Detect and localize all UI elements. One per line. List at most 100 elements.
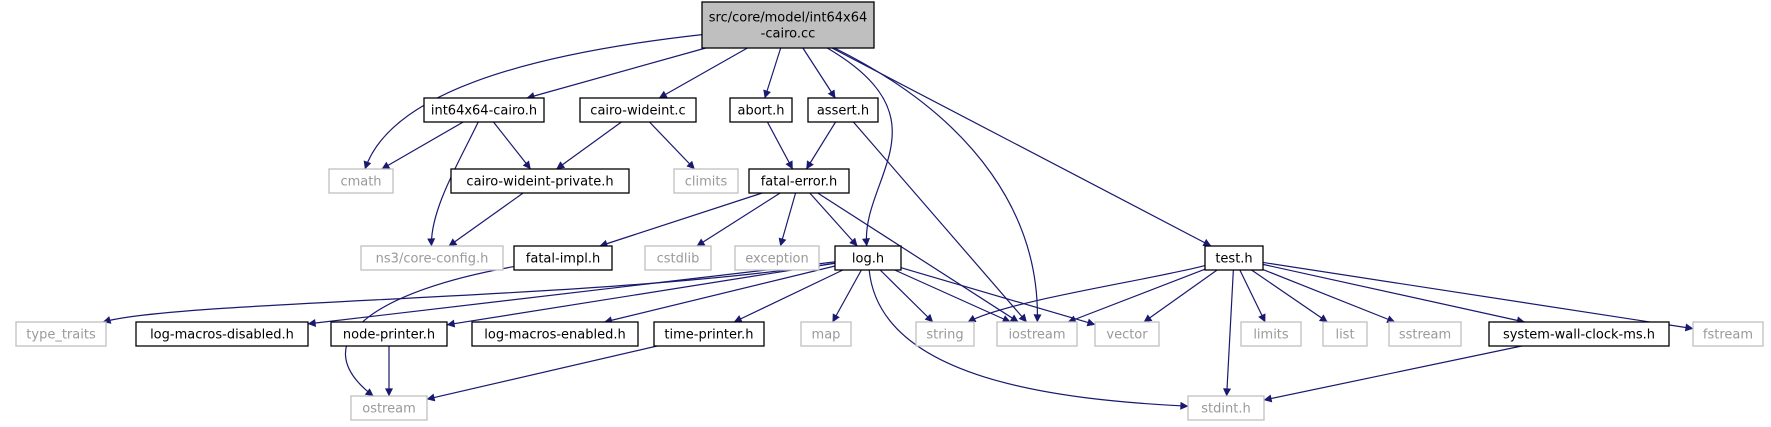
- edge-test-h-to-vector: [1143, 269, 1218, 323]
- node-box-log-macros-enabled-h: [471, 321, 639, 347]
- edge-root-to-assert-h: [802, 47, 836, 99]
- node-box-ns3-core-config-h: [360, 245, 504, 271]
- node-box-int64x64-cairo-h: [423, 97, 545, 123]
- edge-root-to-int64x64-cairo-h: [526, 47, 706, 100]
- edge-int64x64-cairo-h-to-cairo-wideint-private-h: [492, 121, 532, 170]
- edge-fatal-error-h-to-log-h: [809, 192, 858, 247]
- node-label-list: list: [1335, 328, 1354, 343]
- node-log-macros-disabled-h[interactable]: log-macros-disabled.h: [135, 321, 309, 347]
- node-label-climits: climits: [685, 175, 728, 190]
- node-box-map: [800, 321, 852, 347]
- node-label-log-macros-enabled-h: log-macros-enabled.h: [484, 328, 625, 343]
- node-box-type-traits: [15, 321, 107, 347]
- node-cairo-wideint-private-h[interactable]: cairo-wideint-private.h: [450, 168, 630, 194]
- node-label-vector: vector: [1106, 328, 1148, 343]
- node-box-cairo-wideint-c: [579, 97, 697, 123]
- node-box-sstream: [1388, 321, 1462, 347]
- node-abort-h[interactable]: abort.h: [729, 97, 793, 123]
- node-label-abort-h: abort.h: [738, 104, 785, 119]
- edge-system-wall-clock-ms-h-to-stdint-h: [1263, 345, 1522, 403]
- edge-test-h-to-fstream: [1262, 261, 1694, 332]
- node-label-system-wall-clock-ms-h: system-wall-clock-ms.h: [1503, 328, 1655, 343]
- node-box-node-printer-h: [330, 321, 448, 347]
- node-fatal-impl-h[interactable]: fatal-impl.h: [513, 245, 613, 271]
- edge-time-printer-h-to-ostream: [426, 345, 658, 402]
- node-box-climits: [673, 168, 739, 194]
- edge-log-h-to-string: [879, 269, 934, 323]
- node-label-cmath: cmath: [340, 175, 381, 190]
- node-label-node-printer-h: node-printer.h: [343, 328, 435, 343]
- edge-test-h-to-string: [967, 265, 1206, 323]
- node-log-h[interactable]: log.h: [834, 245, 902, 271]
- edge-fatal-error-h-to-exception: [778, 192, 797, 247]
- node-label-log-h: log.h: [852, 252, 884, 267]
- edge-log-h-to-log-macros-disabled-h: [307, 261, 836, 327]
- edge-log-h-to-time-printer-h: [733, 269, 844, 323]
- node-label-type-traits: type_traits: [26, 328, 96, 343]
- node-box-vector: [1094, 321, 1160, 347]
- node-assert-h[interactable]: assert.h: [807, 97, 879, 123]
- edge-log-h-to-stdint-h: [868, 269, 1189, 410]
- node-string: string: [915, 321, 975, 347]
- node-label-exception: exception: [745, 252, 809, 267]
- node-box-iostream: [996, 321, 1078, 347]
- node-box-fstream: [1692, 321, 1764, 347]
- node-type-traits: type_traits: [15, 321, 107, 347]
- edge-log-h-to-vector: [900, 267, 1096, 327]
- node-box-cstdlib: [644, 245, 712, 271]
- node-time-printer-h[interactable]: time-printer.h: [653, 321, 765, 347]
- node-box-log-h: [834, 245, 902, 271]
- edge-test-h-to-stdint-h: [1223, 269, 1234, 397]
- node-label-int64x64-cairo-h: int64x64-cairo.h: [431, 104, 537, 119]
- node-ostream: ostream: [350, 395, 428, 421]
- node-cairo-wideint-c[interactable]: cairo-wideint.c: [579, 97, 697, 123]
- node-ns3-core-config-h: ns3/core-config.h: [360, 245, 504, 271]
- node-stdint-h: stdint.h: [1187, 395, 1265, 421]
- node-log-macros-enabled-h[interactable]: log-macros-enabled.h: [471, 321, 639, 347]
- node-box-test-h: [1204, 245, 1264, 271]
- node-label-fatal-error-h: fatal-error.h: [761, 175, 838, 190]
- node-int64x64-cairo-h[interactable]: int64x64-cairo.h: [423, 97, 545, 123]
- edge-root-to-log-h: [826, 47, 893, 247]
- node-label-ostream: ostream: [362, 402, 416, 417]
- node-box-fatal-error-h: [748, 168, 850, 194]
- node-label-time-printer-h: time-printer.h: [664, 328, 753, 343]
- node-label-sstream: sstream: [1399, 328, 1451, 343]
- edge-fatal-error-h-to-cstdlib: [696, 192, 781, 247]
- node-fatal-error-h[interactable]: fatal-error.h: [748, 168, 850, 194]
- node-label-ns3-core-config-h: ns3/core-config.h: [376, 252, 489, 267]
- edge-root-to-cairo-wideint-c: [658, 47, 748, 99]
- edge-test-h-to-list: [1251, 269, 1328, 323]
- edge-log-h-to-node-printer-h: [446, 262, 836, 328]
- node-node-printer-h[interactable]: node-printer.h: [330, 321, 448, 347]
- node-label-stdint-h: stdint.h: [1201, 402, 1250, 417]
- node-label-cairo-wideint-c: cairo-wideint.c: [590, 104, 685, 119]
- node-label-assert-h: assert.h: [817, 104, 869, 119]
- edge-root-to-test-h: [831, 47, 1212, 247]
- node-sstream: sstream: [1388, 321, 1462, 347]
- edge-int64x64-cairo-h-to-ns3-core-config-h: [427, 121, 479, 247]
- edge-fatal-impl-h-to-ostream: [344, 265, 515, 397]
- node-box-system-wall-clock-ms-h: [1488, 321, 1670, 347]
- node-box-fatal-impl-h: [513, 245, 613, 271]
- node-test-h[interactable]: test.h: [1204, 245, 1264, 271]
- node-label-root: src/core/model/int64x64-cairo.cc: [709, 11, 867, 42]
- edge-fatal-error-h-to-iostream: [817, 192, 1019, 323]
- node-label-map: map: [812, 328, 841, 343]
- edges: [102, 34, 1694, 410]
- node-root[interactable]: src/core/model/int64x64-cairo.cc: [701, 1, 875, 49]
- edge-assert-h-to-fatal-error-h: [805, 121, 837, 170]
- edge-log-h-to-type-traits: [102, 262, 836, 324]
- edge-log-h-to-map: [832, 269, 862, 323]
- edge-log-h-to-iostream: [894, 269, 1011, 323]
- node-box-stdint-h: [1187, 395, 1265, 421]
- node-exception: exception: [734, 245, 820, 271]
- node-box-time-printer-h: [653, 321, 765, 347]
- edge-fatal-error-h-to-fatal-impl-h: [599, 192, 763, 248]
- edge-test-h-to-limits: [1239, 269, 1266, 323]
- edge-root-to-iostream: [834, 47, 1042, 323]
- node-system-wall-clock-ms-h[interactable]: system-wall-clock-ms.h: [1488, 321, 1670, 347]
- edge-root-to-cmath: [363, 34, 703, 170]
- node-box-cmath: [328, 168, 394, 194]
